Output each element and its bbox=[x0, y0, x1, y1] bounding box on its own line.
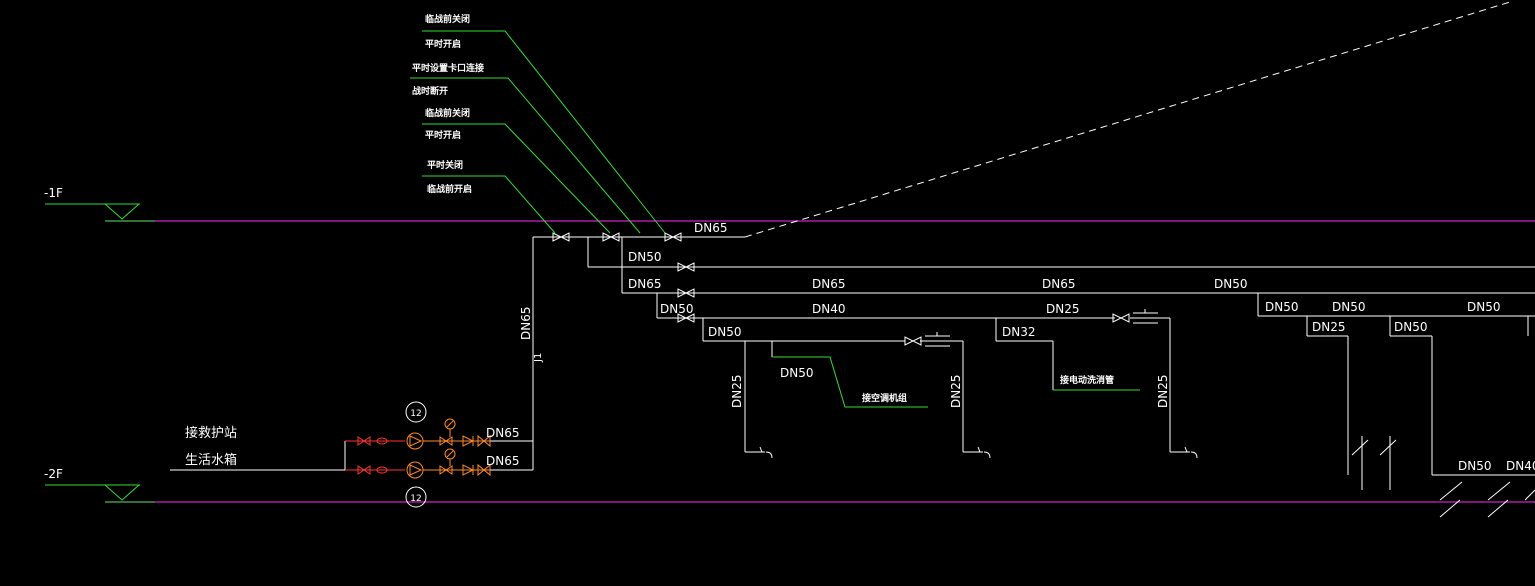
pipe-size-label: DN50 bbox=[1467, 300, 1501, 314]
callout-group-3: 平时关闭 临战前开启 bbox=[427, 159, 472, 195]
outlet-fitting-icon bbox=[423, 418, 491, 477]
faucet-icon bbox=[759, 446, 773, 459]
pump-tag-bottom: 12 bbox=[405, 486, 427, 508]
level-marker-1f: -1F bbox=[44, 186, 155, 222]
ac-unit-note: 接空调机组 bbox=[862, 392, 907, 404]
pipe-size-label: DN65 bbox=[486, 426, 520, 440]
gate-valve-icon bbox=[552, 232, 570, 242]
pipe-size-label: DN65 bbox=[812, 277, 846, 291]
callout-text: 平时关闭 bbox=[427, 159, 463, 171]
gate-valve-icon bbox=[677, 288, 695, 298]
pipe-size-label: DN50 bbox=[708, 325, 742, 339]
gate-valve-icon bbox=[1112, 313, 1130, 323]
valves bbox=[552, 232, 1535, 518]
tank-note-line2: 生活水箱 bbox=[185, 452, 237, 468]
level-label-1f: -1F bbox=[44, 186, 63, 200]
faucet-icon bbox=[977, 446, 991, 459]
pipe-size-labels: DN65 DN65 DN65 DN50 DN65 DN65 DN65 DN50 … bbox=[486, 221, 1535, 473]
riser-pipe-label: DN65 bbox=[519, 307, 533, 341]
level-marker-2f: -2F bbox=[44, 467, 155, 503]
dashed-leader bbox=[744, 1, 1511, 238]
pipe-size-label: DN50 bbox=[1265, 300, 1299, 314]
pipe-size-label: DN25 bbox=[949, 375, 963, 409]
pipe-size-label: DN50 bbox=[628, 250, 662, 264]
callout-text: 临战前关闭 bbox=[425, 107, 470, 119]
inlet-fitting-icon bbox=[345, 436, 405, 475]
decon-note: 接电动洗消管 bbox=[1060, 374, 1114, 386]
pipe-size-label: DN50 bbox=[1214, 277, 1248, 291]
pipe-size-label: DN32 bbox=[1002, 325, 1036, 339]
callout-leaders bbox=[410, 30, 666, 234]
pipe-size-label: DN65 bbox=[486, 454, 520, 468]
pipe-size-label: DN25 bbox=[1156, 375, 1170, 409]
riser-id-label: J1 bbox=[533, 353, 544, 363]
pipe-size-label: DN25 bbox=[1312, 320, 1346, 334]
flange-icon bbox=[1133, 309, 1158, 324]
pipe-size-label: DN65 bbox=[628, 277, 662, 291]
check-valve-icon bbox=[1351, 436, 1535, 518]
pump-icon bbox=[406, 461, 424, 479]
flange-icon bbox=[925, 332, 950, 347]
level-label-2f: -2F bbox=[44, 467, 63, 481]
pump-assembly: 12 12 bbox=[345, 401, 491, 508]
pipe-size-label: DN50 bbox=[1458, 459, 1492, 473]
pipe-size-label: DN50 bbox=[660, 302, 694, 316]
pipe-size-label: DN50 bbox=[1394, 320, 1428, 334]
gate-valve-icon bbox=[677, 313, 695, 323]
pipe-size-label: DN65 bbox=[694, 221, 728, 235]
pump-tag-text: 12 bbox=[410, 409, 421, 419]
gate-valve-icon bbox=[677, 262, 695, 272]
tank-note-line1: 接救护站 bbox=[185, 425, 237, 441]
pipe-size-label: DN40 bbox=[1506, 459, 1535, 473]
pipe-size-label: DN50 bbox=[1332, 300, 1366, 314]
callout-text: 平时开启 bbox=[425, 129, 461, 141]
pipe-size-label: DN50 bbox=[780, 366, 814, 380]
pipe-size-label: DN40 bbox=[812, 302, 846, 316]
faucet-icon bbox=[1184, 446, 1198, 459]
callout-group-2: 平时设置卡口连接 战时断开 临战前关闭 平时开启 bbox=[412, 62, 484, 141]
callout-text: 临战前关闭 bbox=[425, 13, 470, 25]
gate-valve-icon bbox=[904, 336, 922, 346]
gate-valve-icon bbox=[664, 232, 682, 242]
callout-text: 平时设置卡口连接 bbox=[412, 62, 484, 74]
callout-text: 平时开启 bbox=[425, 38, 461, 50]
pipe-size-label: DN25 bbox=[1046, 302, 1080, 316]
pump-tag-text: 12 bbox=[410, 494, 421, 504]
green-lines bbox=[772, 356, 1140, 408]
pump-tag-top: 12 bbox=[405, 401, 427, 423]
callout-text: 战时断开 bbox=[412, 85, 448, 97]
main-piping bbox=[170, 236, 1535, 476]
pipe-size-label: DN25 bbox=[730, 375, 744, 409]
pipe-size-label: DN65 bbox=[1042, 277, 1076, 291]
callout-group-1: 临战前关闭 平时开启 bbox=[425, 13, 470, 50]
callout-text: 临战前开启 bbox=[427, 183, 472, 195]
pump-icon bbox=[406, 432, 424, 450]
gate-valve-icon bbox=[602, 232, 620, 242]
